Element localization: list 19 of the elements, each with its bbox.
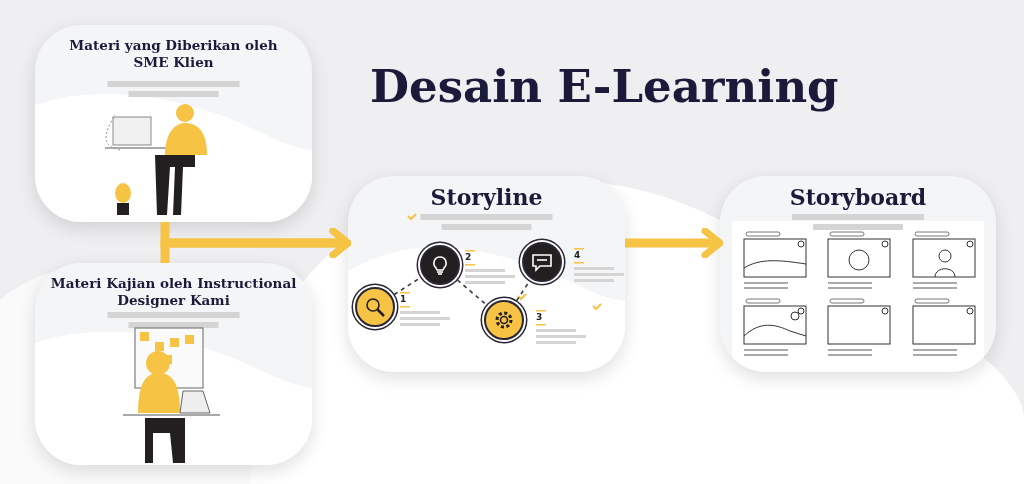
- card-title: Storyline: [429, 184, 544, 212]
- process-card: [348, 176, 625, 372]
- step-number: 3: [536, 312, 543, 322]
- process-card: [35, 263, 312, 465]
- card-title: Storyboard: [788, 184, 928, 212]
- step-number: 4: [574, 250, 581, 260]
- card-title: Materi Kajian oleh Instructional Designer Kami: [49, 275, 298, 309]
- step-circle: [420, 245, 460, 285]
- arrow: [625, 227, 724, 259]
- process-card: [720, 176, 996, 372]
- dashed-connector: [456, 279, 488, 306]
- step-circle: [355, 287, 395, 327]
- card-title: Materi yang Diberikan oleh SME Klien: [68, 37, 279, 71]
- process-card: [35, 25, 312, 222]
- step-number: 2: [465, 252, 472, 262]
- step-circle: [484, 300, 524, 340]
- step-circle: [522, 242, 562, 282]
- step-number: 1: [400, 294, 407, 304]
- diagram-title: Desain E-Learning: [370, 60, 839, 113]
